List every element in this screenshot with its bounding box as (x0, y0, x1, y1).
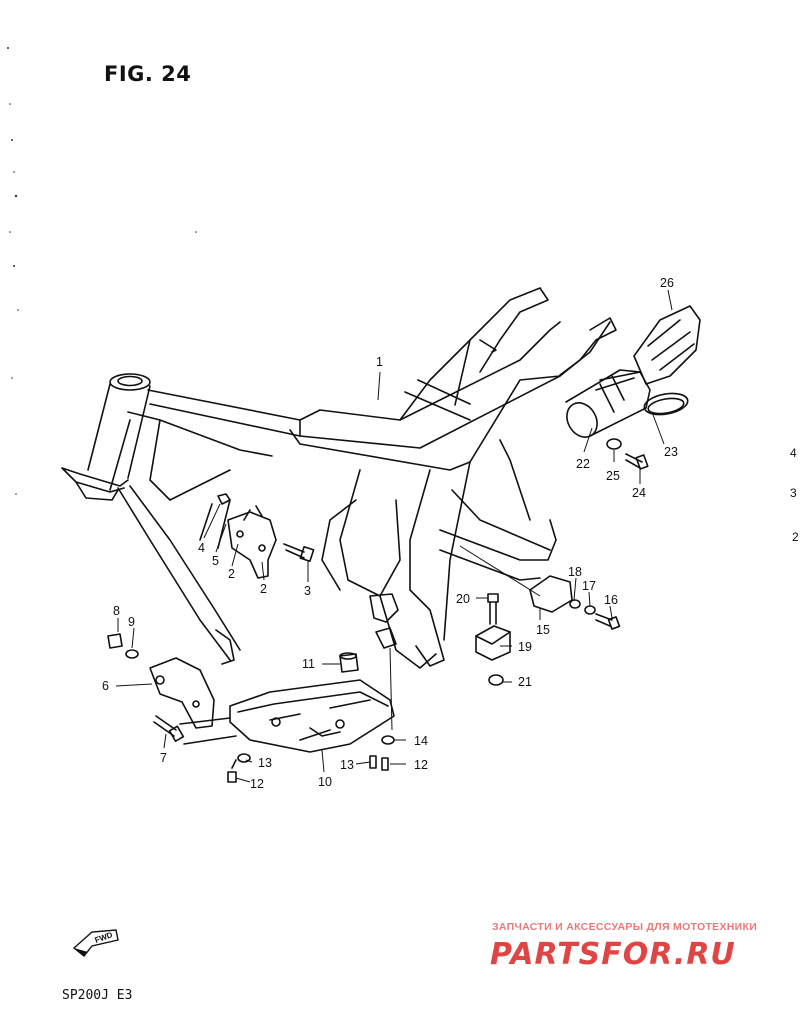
callout-5: 5 (212, 554, 219, 568)
callout-6: 6 (102, 679, 109, 693)
callout-13a: 13 (258, 756, 272, 770)
callout-21: 21 (518, 675, 532, 689)
callout-22: 22 (576, 457, 590, 471)
callout-1: 1 (376, 355, 383, 369)
lower-front-bracket (149, 657, 237, 745)
cap-11 (339, 652, 359, 673)
callout-4: 4 (198, 541, 205, 555)
bolt-3 (283, 543, 315, 563)
rear-mount-rubber (529, 575, 621, 630)
callout-10: 10 (318, 775, 332, 789)
washers-8-9 (107, 633, 139, 659)
callout-13b: 13 (340, 758, 354, 772)
small-fasteners (227, 735, 395, 783)
callout-12b: 12 (250, 777, 264, 791)
rear-engine-bracket (369, 593, 399, 649)
watermark-tagline: ЗАПЧАСТИ И АКСЕССУАРЫ ДЛЯ МОТОТЕХНИКИ (492, 921, 758, 933)
edge-number-1: 4 (790, 446, 797, 460)
callout-2a: 2 (228, 567, 235, 581)
model-code: SP200J E3 (62, 988, 133, 1003)
callout-25: 25 (606, 469, 620, 483)
skid-plate (229, 679, 395, 753)
callout-14: 14 (414, 734, 428, 748)
callout-8: 8 (113, 604, 120, 618)
head-tube (61, 373, 151, 501)
watermark-logo: PARTSFOR.RU (490, 937, 736, 972)
callout-17: 17 (582, 579, 596, 593)
edge-number-2: 3 (790, 486, 797, 500)
scan-marks (7, 47, 197, 495)
clamp-band (643, 392, 689, 416)
edge-number-3: 2 (792, 530, 799, 544)
callout-12a: 12 (414, 758, 428, 772)
callout-26: 26 (660, 276, 674, 290)
callout-24: 24 (632, 486, 646, 500)
callout-2b: 2 (260, 582, 267, 596)
bolt-7 (153, 715, 185, 742)
muffler (565, 369, 651, 438)
callout-11: 11 (302, 657, 315, 671)
callout-3: 3 (304, 584, 311, 598)
callout-7: 7 (160, 751, 167, 765)
callout-19: 19 (518, 640, 532, 654)
callout-23: 23 (664, 445, 678, 459)
callout-labels: 26 1 23 22 25 24 4 5 2 2 3 18 17 16 15 2… (102, 276, 678, 791)
washer-bolt-24-25 (606, 438, 649, 470)
heat-shield (633, 305, 701, 385)
figure-title: FIG. 24 (104, 62, 192, 86)
callout-9: 9 (128, 615, 135, 629)
fwd-arrow-icon: FWD (72, 929, 119, 957)
callout-20: 20 (456, 592, 470, 606)
leader-lines (115, 289, 673, 783)
callout-15: 15 (536, 623, 550, 637)
callout-16: 16 (604, 593, 618, 607)
callout-18: 18 (568, 565, 582, 579)
bolt-cushion-nut-19-21 (475, 593, 511, 686)
main-frame (109, 287, 617, 669)
